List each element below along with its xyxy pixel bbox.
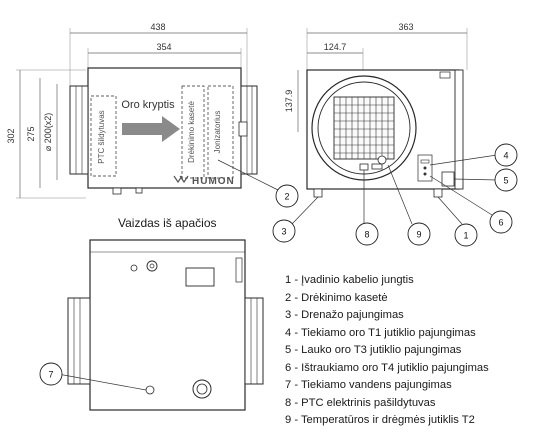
heater-grid-lines: [334, 97, 394, 159]
dim-354: 354: [87, 42, 242, 68]
callout-8: 8: [364, 230, 369, 240]
legend-item: 7 - Tiekiamo vandens pajungimas: [285, 379, 452, 391]
dim-diameter: ⌀ 200(x2): [43, 84, 58, 180]
callout-3: 3: [281, 227, 286, 237]
dim-137-9-text: 137.9: [284, 90, 294, 113]
brand-logo: HUMON: [192, 176, 235, 187]
legend-item: 5 - Lauko oro T3 jutiklio pajungimas: [285, 344, 462, 356]
callout-2: 2: [284, 192, 289, 202]
dim-275-text: 275: [26, 126, 36, 141]
legend-item: 3 - Drenažo pajungimas: [285, 309, 404, 321]
callout-5: 5: [503, 176, 508, 186]
dim-124-7-text: 124.7: [324, 42, 347, 52]
legend: 1 - Įvadinio kabelio jungtis 2 - Drėkini…: [285, 272, 489, 430]
legend-item: 1 - Įvadinio kabelio jungtis: [285, 274, 414, 286]
bottom-view-title: Vaizdas iš apačios: [118, 216, 217, 230]
ptc-heater-label: PTC šildytuvas: [97, 110, 106, 163]
brand-mark-icon: [173, 175, 189, 184]
callouts: [39, 143, 518, 386]
ionizer-label: Jonizatorius: [213, 111, 222, 154]
legend-item: 8 - PTC elektrinis pašildytuvas: [285, 396, 436, 409]
airflow-direction-label: Oro kryptis: [121, 99, 175, 111]
dim-diameter-text: ⌀ 200(x2): [43, 113, 53, 151]
callout-7: 7: [48, 370, 53, 380]
callout-1: 1: [463, 231, 468, 241]
inlet-collar: [69, 85, 89, 175]
dim-302-text: 302: [6, 128, 16, 143]
dim-363-text: 363: [398, 22, 413, 32]
callout-6: 6: [498, 218, 503, 228]
callout-4: 4: [503, 151, 508, 161]
humidification-cassette-box: [181, 85, 205, 179]
dim-137-9: 137.9: [284, 70, 299, 132]
dim-438: 438: [69, 22, 248, 88]
legend-item: 4 - Tiekiamo oro T1 jutiklio pajungimas: [285, 326, 476, 339]
front-view: 438 354 302 275 ⌀ 200(x2): [6, 22, 279, 199]
legend-item: 9 - Temperatūros ir drėgmės jutiklis T2: [285, 414, 475, 426]
legend-item: 2 - Drėkinimo kasetė: [285, 291, 388, 304]
bottom-view: [57, 239, 264, 411]
ionizer-box: [207, 85, 234, 179]
legend-item: 6 - Ištraukiamo oro T4 jutiklio pajungim…: [285, 361, 489, 374]
humidification-cassette-label: Drėkinimo kasetė: [187, 101, 196, 163]
dim-438-text: 438: [150, 22, 165, 32]
bottom-body: [89, 239, 246, 411]
dim-354-text: 354: [156, 42, 171, 52]
side-view: 363 124.7 137.9: [284, 22, 498, 225]
airflow-arrow-icon: [122, 116, 180, 142]
dim-275: 275: [26, 78, 41, 188]
dim-363: 363: [306, 22, 468, 70]
callout-9: 9: [416, 230, 421, 240]
dim-302: 302: [6, 69, 86, 199]
ptc-heater-box: [90, 95, 117, 177]
